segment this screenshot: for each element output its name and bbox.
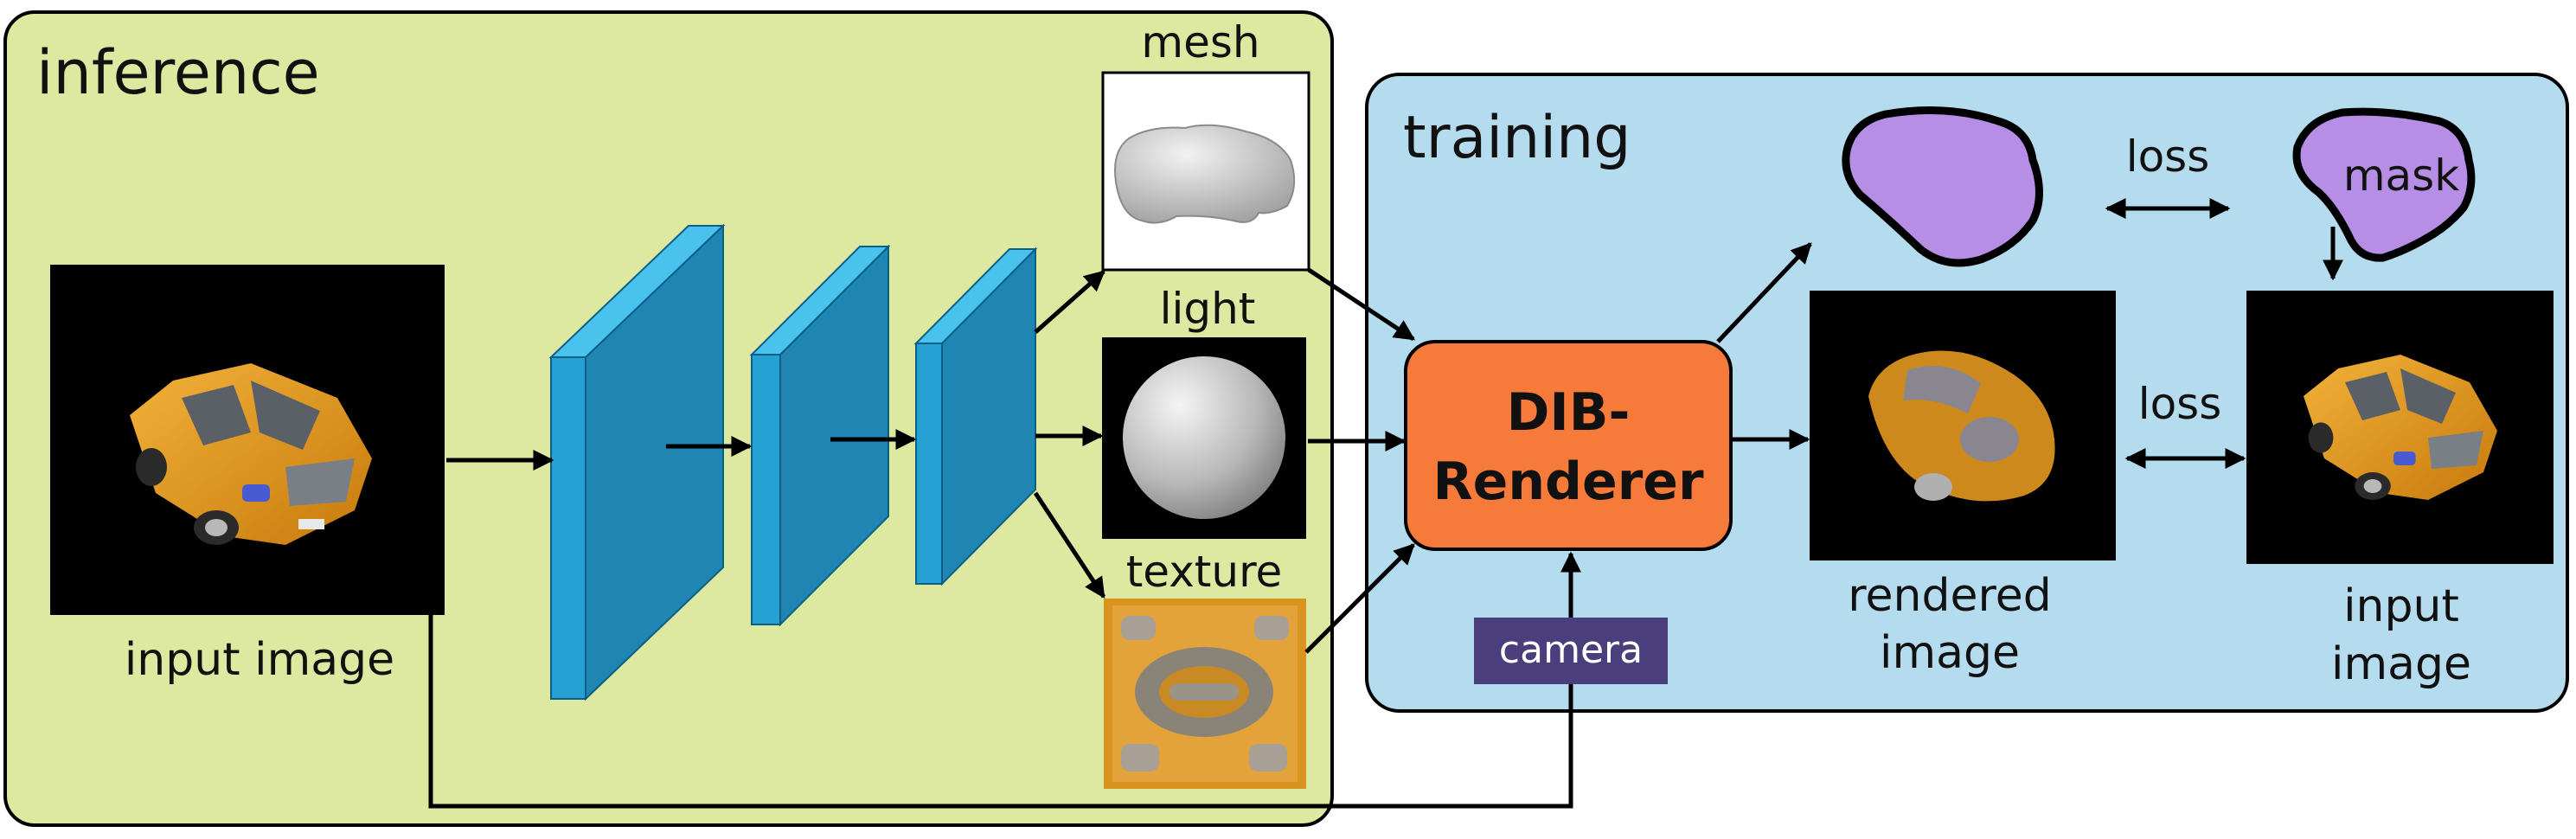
rendered-image: [1810, 291, 2116, 560]
arrow-layer3-to-texture: [1033, 491, 1106, 599]
renderer-label-line1: DIB-: [1507, 382, 1631, 443]
arrow-mesh-to-renderer: [1307, 267, 1416, 342]
silhouette-mask-icon: [1842, 106, 2043, 267]
lit-sphere-icon: [1123, 356, 1285, 519]
loss-top-label: loss: [2126, 131, 2210, 182]
renderer-label-line2: Renderer: [1432, 452, 1704, 512]
encoder-layer-2: [749, 244, 891, 627]
texture-image: [1104, 599, 1306, 789]
car-icon: [130, 363, 372, 545]
arrow-layer3-to-mesh: [1034, 270, 1105, 334]
target-mask: mask: [2292, 107, 2476, 262]
input-image-left: [50, 265, 445, 615]
mask-label: mask: [2343, 151, 2459, 201]
texture-label: texture: [1126, 547, 1283, 597]
rendered-car-icon: [1868, 350, 2055, 502]
target-mask-icon: [2292, 107, 2476, 262]
mesh-label: mesh: [1141, 17, 1259, 67]
loss-mid-label: loss: [2138, 379, 2222, 429]
camera-label: camera: [1499, 628, 1643, 672]
light-label: light: [1160, 284, 1256, 334]
input-car-icon: [2304, 355, 2497, 500]
arrows: [428, 198, 2343, 809]
camera-box: camera: [1474, 618, 1668, 684]
texture-map-icon: [1112, 605, 1298, 782]
input-label-line2: image: [2331, 638, 2471, 690]
input-label-line1: input: [2343, 580, 2459, 632]
rendered-label-line2: image: [1880, 627, 2020, 679]
training-section-label: training: [1403, 104, 1631, 172]
mesh-image: [1101, 71, 1310, 272]
inference-section-label: inference: [36, 37, 320, 108]
input-image-right: [2246, 291, 2554, 564]
encoder-layer-3: [913, 247, 1038, 586]
arrow-texture-to-renderer: [1304, 543, 1415, 654]
dib-renderer-box: DIB- Renderer: [1404, 340, 1733, 551]
encoder-layer-1: [548, 223, 726, 701]
input-image-label: input image: [125, 634, 394, 686]
rendered-label-line1: rendered: [1848, 570, 2051, 622]
camera-path-line: [428, 615, 1573, 809]
car-mesh-icon: [1114, 124, 1296, 224]
arrow-renderer-to-mask: [1716, 242, 1812, 343]
light-image: [1102, 337, 1306, 539]
